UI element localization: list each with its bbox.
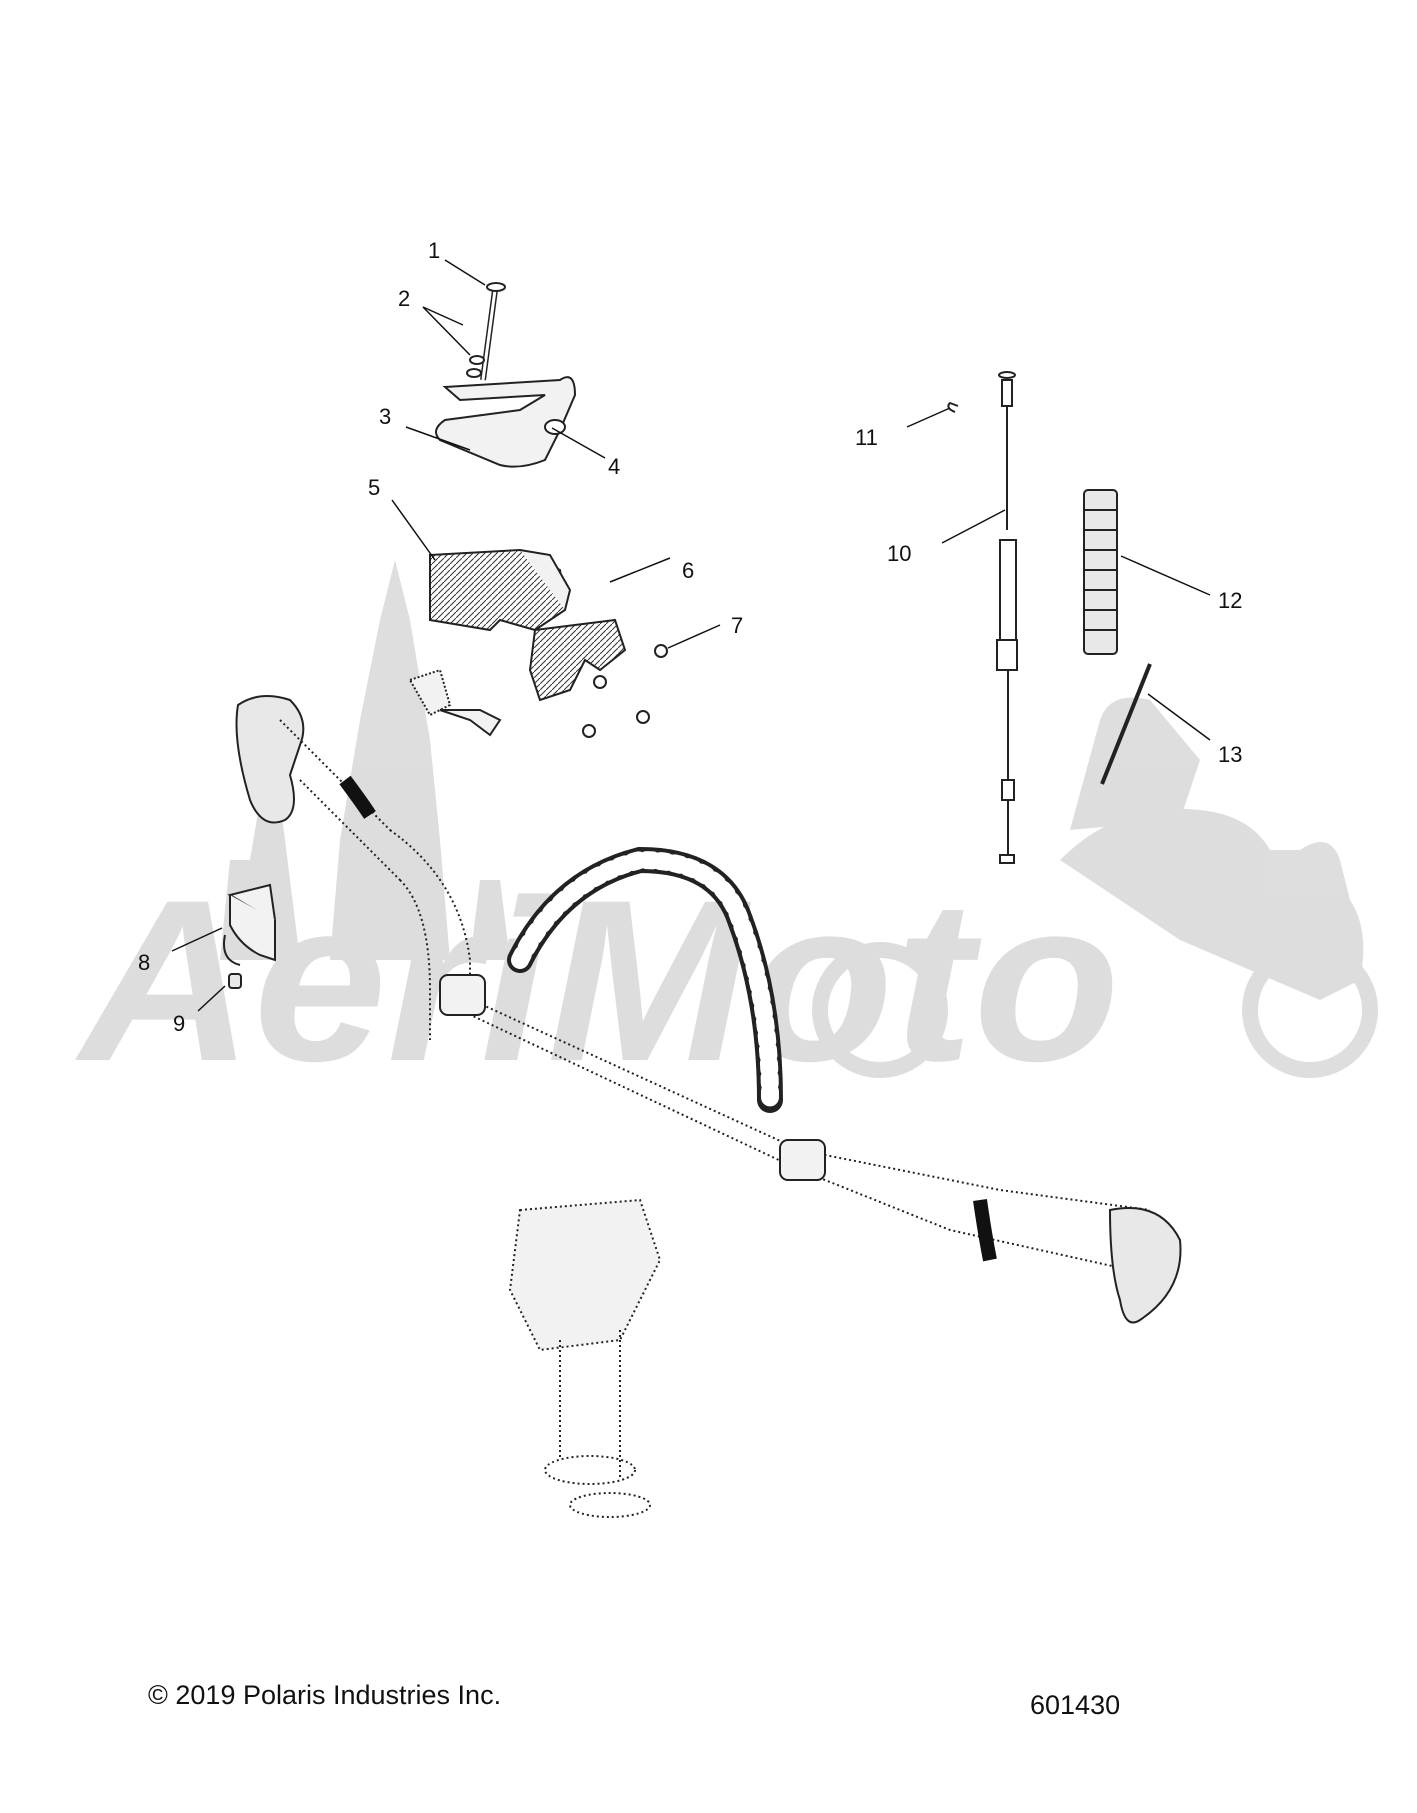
part-8-switch-block — [223, 883, 277, 966]
callout-3: 3 — [379, 404, 391, 429]
part-13-rod — [1100, 663, 1152, 785]
part-4-bracket — [435, 376, 577, 468]
part-5-switch-housing — [408, 548, 572, 737]
callout-1: 1 — [428, 238, 440, 263]
callout-5: 5 — [368, 475, 380, 500]
watermark-rider-icon — [1070, 697, 1200, 830]
callout-10: 10 — [887, 541, 911, 566]
callout-11: 11 — [855, 425, 878, 450]
handlebar-assembly — [235, 695, 1182, 1518]
left-bar-upper — [279, 719, 401, 881]
right-bar — [799, 1149, 1151, 1271]
bar-clamp-right — [779, 1139, 826, 1181]
part-9-cap — [228, 973, 242, 989]
callout-2: 2 — [398, 286, 410, 311]
callout-9: 9 — [173, 1011, 185, 1036]
callout-13: 13 — [1218, 742, 1242, 767]
leader-lines — [171, 259, 1211, 1012]
bar-clamp-left — [439, 974, 486, 1016]
part-1-bolt — [480, 282, 506, 381]
copyright-text: © 2019 Polaris Industries Inc. — [148, 1680, 502, 1710]
watermark-wheel-front-icon — [1242, 942, 1378, 1078]
watermark: AeriMoto — [75, 560, 1378, 1109]
figure-number: 601430 — [1030, 1690, 1121, 1720]
watermark-wheel-rear-icon — [812, 942, 948, 1078]
cross-brace — [449, 989, 801, 1171]
part-12-sleeve — [1083, 489, 1118, 655]
callout-4: 4 — [608, 454, 620, 479]
callout-6: 6 — [682, 558, 694, 583]
part-11-clip — [947, 401, 959, 413]
watermark-city-icon — [220, 560, 510, 960]
left-bar-riser — [389, 829, 471, 1040]
part-10-cable — [996, 371, 1018, 864]
left-grip — [235, 695, 305, 824]
steering-stem — [508, 1198, 662, 1352]
part-6-lower-housing — [528, 618, 627, 702]
part-2-washers — [466, 355, 485, 378]
callouts: 1 2 3 4 5 6 7 8 9 10 11 12 13 — [138, 238, 1242, 1036]
callout-12: 12 — [1218, 588, 1242, 613]
right-grip — [1108, 1207, 1182, 1324]
callout-7: 7 — [731, 613, 743, 638]
callout-8: 8 — [138, 950, 150, 975]
watermark-motorcycle-icon — [1060, 808, 1364, 1000]
part-7-screws — [582, 644, 668, 738]
